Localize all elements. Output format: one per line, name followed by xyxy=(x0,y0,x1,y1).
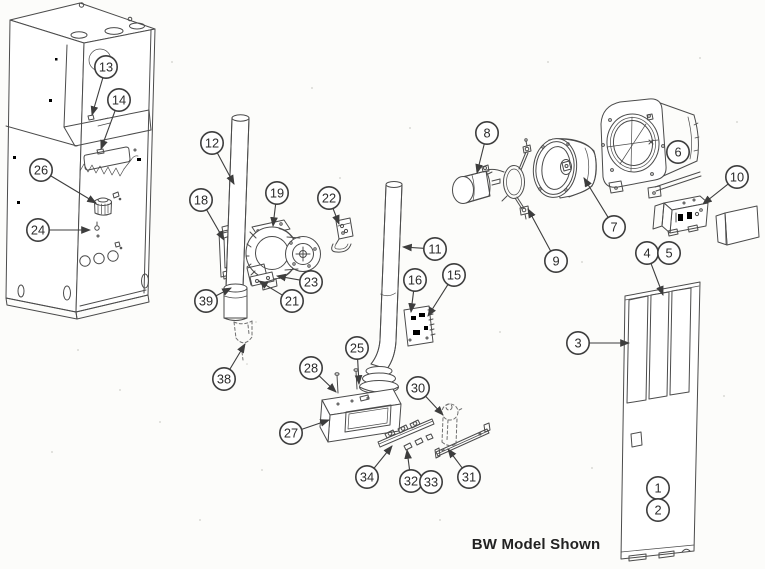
svg-text:38: 38 xyxy=(217,372,231,387)
blower-housing xyxy=(600,98,702,199)
svg-text:10: 10 xyxy=(730,170,744,185)
callout-19: 19 xyxy=(264,181,289,228)
callout-16: 16 xyxy=(402,267,427,314)
burner-box xyxy=(319,368,402,443)
callout-10: 10 xyxy=(702,165,749,205)
callout-13: 13 xyxy=(90,54,119,117)
svg-text:26: 26 xyxy=(34,163,48,178)
pilot-ghost xyxy=(441,403,464,447)
callout-3: 3 xyxy=(565,330,631,355)
flue-pipe xyxy=(359,181,403,394)
callout-30: 30 xyxy=(405,375,444,416)
callout-34: 34 xyxy=(354,445,393,489)
svg-text:24: 24 xyxy=(31,223,45,238)
callout-9: 9 xyxy=(527,208,568,274)
svg-text:23: 23 xyxy=(304,275,318,290)
caption-model: BW Model Shown xyxy=(471,536,601,553)
svg-text:31: 31 xyxy=(462,470,476,485)
callout-7: 7 xyxy=(583,177,626,240)
callout-1: 1 xyxy=(645,475,670,500)
callout-15: 15 xyxy=(427,262,466,317)
svg-text:13: 13 xyxy=(99,60,113,75)
callout-23: 23 xyxy=(275,269,323,294)
svg-text:5: 5 xyxy=(665,246,672,261)
svg-text:4: 4 xyxy=(643,246,650,261)
mounting-rail xyxy=(434,422,491,459)
burner-rail xyxy=(377,418,435,451)
callout-32: 32 xyxy=(398,448,423,493)
callout-11: 11 xyxy=(401,237,447,262)
svg-text:33: 33 xyxy=(424,475,438,490)
svg-text:25: 25 xyxy=(350,341,364,356)
draft-inducer xyxy=(245,219,321,291)
svg-text:8: 8 xyxy=(483,126,490,141)
svg-text:11: 11 xyxy=(428,242,441,257)
svg-text:2: 2 xyxy=(654,503,661,518)
scan-noise xyxy=(51,57,738,521)
svg-text:1: 1 xyxy=(654,481,661,496)
svg-text:34: 34 xyxy=(360,470,374,485)
control-board xyxy=(403,305,436,347)
callout-25: 25 xyxy=(344,335,369,386)
callout-18: 18 xyxy=(189,188,225,241)
svg-text:15: 15 xyxy=(447,268,461,283)
callout-24: 24 xyxy=(25,218,92,243)
junction-box xyxy=(652,195,709,237)
cover-bracket xyxy=(715,205,760,246)
callout-22: 22 xyxy=(316,186,341,226)
blower-motor xyxy=(452,170,501,204)
svg-text:22: 22 xyxy=(322,191,336,206)
svg-text:12: 12 xyxy=(205,136,219,151)
drain-tube-dashed xyxy=(233,320,257,365)
motor-mount-band xyxy=(481,138,532,220)
svg-text:14: 14 xyxy=(112,93,126,108)
svg-text:39: 39 xyxy=(199,294,213,309)
svg-text:6: 6 xyxy=(674,145,681,160)
svg-text:16: 16 xyxy=(408,273,422,288)
callout-38: 38 xyxy=(212,343,246,391)
svg-text:19: 19 xyxy=(270,186,284,201)
callout-26: 26 xyxy=(28,158,97,204)
callout-12: 12 xyxy=(200,131,235,185)
blower-wheel xyxy=(532,138,597,199)
svg-text:7: 7 xyxy=(610,220,617,235)
callout-2: 2 xyxy=(645,497,670,522)
callout-28: 28 xyxy=(298,355,337,393)
callout-31: 31 xyxy=(447,448,481,489)
svg-text:18: 18 xyxy=(194,193,208,208)
svg-text:28: 28 xyxy=(304,361,318,376)
svg-text:30: 30 xyxy=(411,381,425,396)
svg-text:32: 32 xyxy=(404,474,418,489)
callout-14: 14 xyxy=(100,88,132,151)
svg-text:9: 9 xyxy=(552,254,559,269)
callout-5: 5 xyxy=(656,241,681,266)
svg-text:3: 3 xyxy=(574,336,581,351)
svg-text:27: 27 xyxy=(284,426,298,441)
callout-33: 33 xyxy=(418,469,443,494)
callout-21: 21 xyxy=(258,280,304,313)
callout-39: 39 xyxy=(194,287,232,313)
callout-27: 27 xyxy=(278,419,331,445)
callout-8: 8 xyxy=(474,121,499,175)
callout-6: 6 xyxy=(665,140,690,165)
svg-text:21: 21 xyxy=(285,294,299,309)
furnace-cabinet xyxy=(5,2,156,320)
pressure-switch-clamp xyxy=(331,217,354,253)
